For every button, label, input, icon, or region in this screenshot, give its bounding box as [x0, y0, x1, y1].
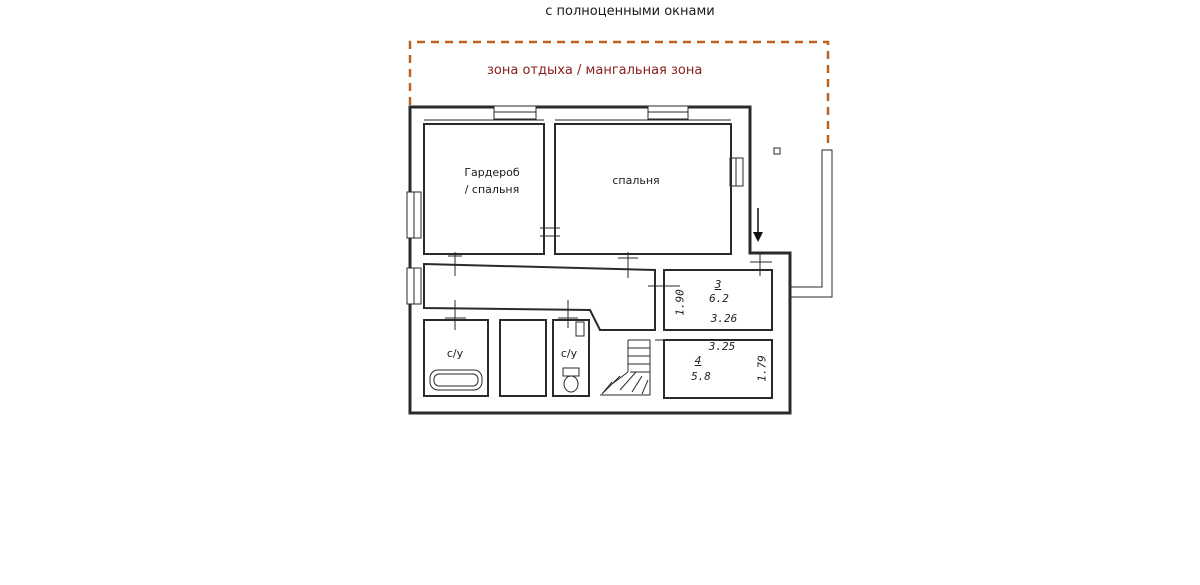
side-passage: [790, 149, 833, 298]
wardrobe-label-line1: Гардероб: [464, 166, 520, 179]
staircase: [600, 339, 651, 396]
room-3-number: 3: [714, 278, 722, 291]
room-4-depth: 1.79: [755, 355, 769, 382]
corridor-outline: [423, 262, 656, 331]
entry-arrow-icon: [753, 208, 763, 242]
plan-caption: с полноценными окнами: [545, 4, 715, 19]
small-marker: [773, 147, 781, 155]
bathroom-right-outline: [552, 319, 590, 397]
room-3-width: 3.26: [710, 312, 738, 325]
room-3-area: 6.2: [709, 292, 729, 305]
bedroom-label: спальня: [612, 174, 660, 187]
room-4-width: 3.25: [708, 340, 736, 353]
wardrobe-label-line2: / спальня: [464, 183, 520, 196]
window-left-upper: [406, 191, 422, 239]
closet-outline: [499, 319, 547, 397]
wardrobe-label: Гардероб / спальня: [452, 164, 532, 198]
bathroom-left-label: с/у: [446, 347, 464, 360]
room-3-outline: [663, 269, 773, 331]
window-top-right: [647, 105, 689, 120]
bedroom-room-outline: [554, 123, 732, 255]
room-4-area: 5.8: [691, 370, 711, 383]
toilet-icon: [562, 367, 580, 393]
window-left-lower: [406, 267, 422, 305]
room-3-depth: 1.90: [673, 289, 687, 316]
bathroom-left-outline: [423, 319, 489, 397]
room-4-number: 4: [694, 354, 702, 367]
window-top-left: [493, 105, 537, 120]
outer-wall: [408, 105, 792, 415]
recreation-zone-label: зона отдыха / мангальная зона: [487, 63, 703, 78]
recreation-zone-outline: [408, 40, 830, 148]
room-4-outline: [663, 339, 773, 399]
wardrobe-room-outline: [423, 123, 545, 255]
bathroom-right-label: с/у: [560, 347, 578, 360]
bathtub-icon: [429, 369, 483, 391]
